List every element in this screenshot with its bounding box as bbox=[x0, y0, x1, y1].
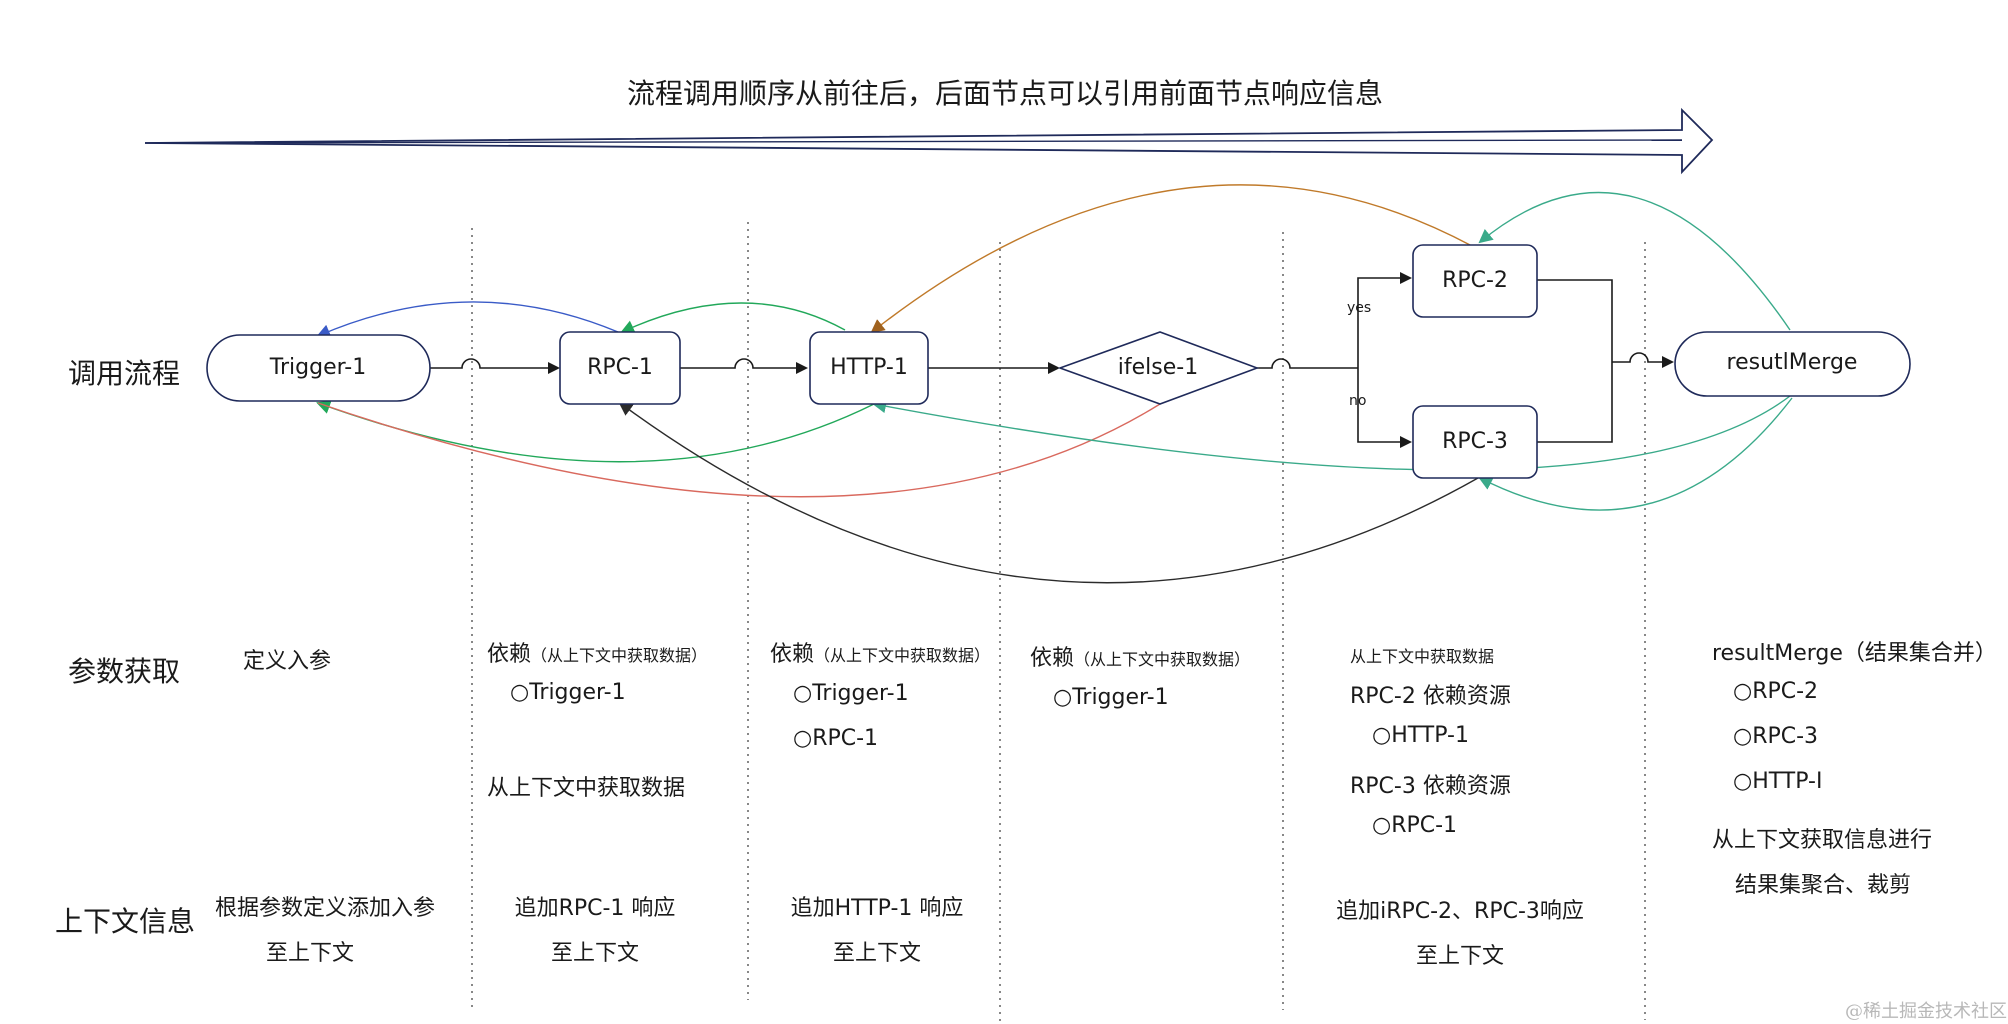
column-separators bbox=[471, 222, 1646, 1024]
context-trigger-line1: 根据参数定义添加入参 bbox=[214, 896, 436, 921]
params-rpc2-item: ○HTTP-1 bbox=[1372, 723, 1469, 748]
params-trigger-line1: 定义入参 bbox=[243, 649, 332, 674]
params-rpc1-footer: 从上下文中获取数据 bbox=[487, 776, 686, 801]
params-ifelse-dep-note: （从上下文中获取数据） bbox=[1074, 650, 1251, 669]
params-rpcs-header: 从上下文中获取数据 bbox=[1350, 647, 1495, 666]
params-merge-title: resultMerge（结果集合并） bbox=[1712, 641, 1997, 666]
params-merge-item2: ○RPC-3 bbox=[1733, 724, 1819, 749]
node-rpc3-label: RPC-3 bbox=[1442, 429, 1508, 454]
params-rpc2-dep: RPC-2 依赖资源 bbox=[1350, 684, 1511, 709]
node-rpc2[interactable] bbox=[1412, 244, 1538, 318]
params-rpc1-item1: ○Trigger-1 bbox=[510, 680, 626, 705]
watermark: @稀土掘金技术社区 bbox=[1845, 1001, 2007, 1022]
params-http1-dep-label: 依赖 bbox=[770, 642, 815, 667]
params-ifelse-item1: ○Trigger-1 bbox=[1053, 685, 1169, 710]
dependency-arcs bbox=[316, 184, 1793, 584]
arc-rpc3-to-rpc1 bbox=[618, 401, 1479, 584]
context-rpcs-line2: 至上下文 bbox=[1415, 944, 1505, 969]
node-trigger-label: Trigger-1 bbox=[269, 355, 367, 380]
context-rpc1-line2: 至上下文 bbox=[550, 941, 640, 966]
node-ifelse-label: ifelse-1 bbox=[1117, 355, 1199, 380]
arc-rpc2-to-http1 bbox=[870, 184, 1473, 334]
context-rpcs-line1: 追加iRPC-2、RPC-3响应 bbox=[1336, 899, 1584, 924]
node-rpc1-label: RPC-1 bbox=[587, 355, 653, 380]
node-merge[interactable] bbox=[1674, 331, 1911, 397]
context-http1-line1: 追加HTTP-1 响应 bbox=[790, 896, 964, 921]
params-rpc3-item: ○RPC-1 bbox=[1372, 813, 1458, 838]
row-label-params: 参数获取 bbox=[68, 655, 181, 688]
node-trigger[interactable] bbox=[206, 334, 431, 402]
main-connectors bbox=[430, 272, 1674, 448]
node-rpc2-label: RPC-2 bbox=[1442, 268, 1508, 293]
node-rpc1[interactable] bbox=[559, 331, 681, 405]
arc-merge-to-rpc2 bbox=[1478, 191, 1791, 331]
arc-http1-to-trigger bbox=[316, 400, 875, 463]
arc-ifelse-to-trigger bbox=[317, 402, 1161, 498]
context-trigger-line2: 至上下文 bbox=[265, 941, 355, 966]
branch-yes-label: yes bbox=[1347, 300, 1372, 316]
sequence-arrow bbox=[144, 107, 1714, 175]
params-rpc3-dep: RPC-3 依赖资源 bbox=[1350, 774, 1511, 799]
params-rpc1-dep-note: （从上下文中获取数据） bbox=[531, 646, 708, 665]
params-http1-item1: ○Trigger-1 bbox=[793, 681, 909, 706]
params-merge-footer2: 结果集聚合、裁剪 bbox=[1735, 873, 1912, 898]
params-http1-dep-note: （从上下文中获取数据） bbox=[814, 646, 991, 665]
node-ifelse[interactable] bbox=[1057, 331, 1260, 405]
params-rpc1-dep: 依赖（从上下文中获取数据） bbox=[487, 636, 707, 668]
arc-rpc1-to-trigger bbox=[316, 301, 619, 338]
arc-merge-to-http1 bbox=[872, 395, 1791, 471]
arc-http1-to-rpc1 bbox=[620, 302, 846, 334]
params-merge-item3: ○HTTP-I bbox=[1733, 769, 1823, 794]
node-rpc3[interactable] bbox=[1412, 405, 1538, 479]
context-http1-line2: 至上下文 bbox=[832, 941, 922, 966]
branch-no-label: no bbox=[1349, 393, 1367, 409]
row-label-context: 上下文信息 bbox=[55, 905, 196, 938]
params-http1-item2: ○RPC-1 bbox=[793, 726, 879, 751]
context-rpc1-line1: 追加RPC-1 响应 bbox=[514, 896, 676, 921]
params-ifelse-dep-label: 依赖 bbox=[1030, 646, 1075, 671]
params-rpc1-dep-label: 依赖 bbox=[487, 642, 532, 667]
row-label-flow: 调用流程 bbox=[68, 357, 181, 390]
params-merge-footer1: 从上下文获取信息进行 bbox=[1712, 828, 1933, 853]
node-merge-label: resutlMerge bbox=[1726, 350, 1858, 375]
node-http1[interactable] bbox=[809, 331, 929, 405]
node-http1-label: HTTP-1 bbox=[830, 355, 908, 380]
params-ifelse-dep: 依赖（从上下文中获取数据） bbox=[1030, 640, 1250, 672]
params-merge-item1: ○RPC-2 bbox=[1733, 679, 1819, 704]
diagram-title: 流程调用顺序从前往后，后面节点可以引用前面节点响应信息 bbox=[627, 77, 1384, 110]
arc-merge-to-rpc3 bbox=[1478, 397, 1793, 511]
params-http1-dep: 依赖（从上下文中获取数据） bbox=[770, 636, 990, 668]
